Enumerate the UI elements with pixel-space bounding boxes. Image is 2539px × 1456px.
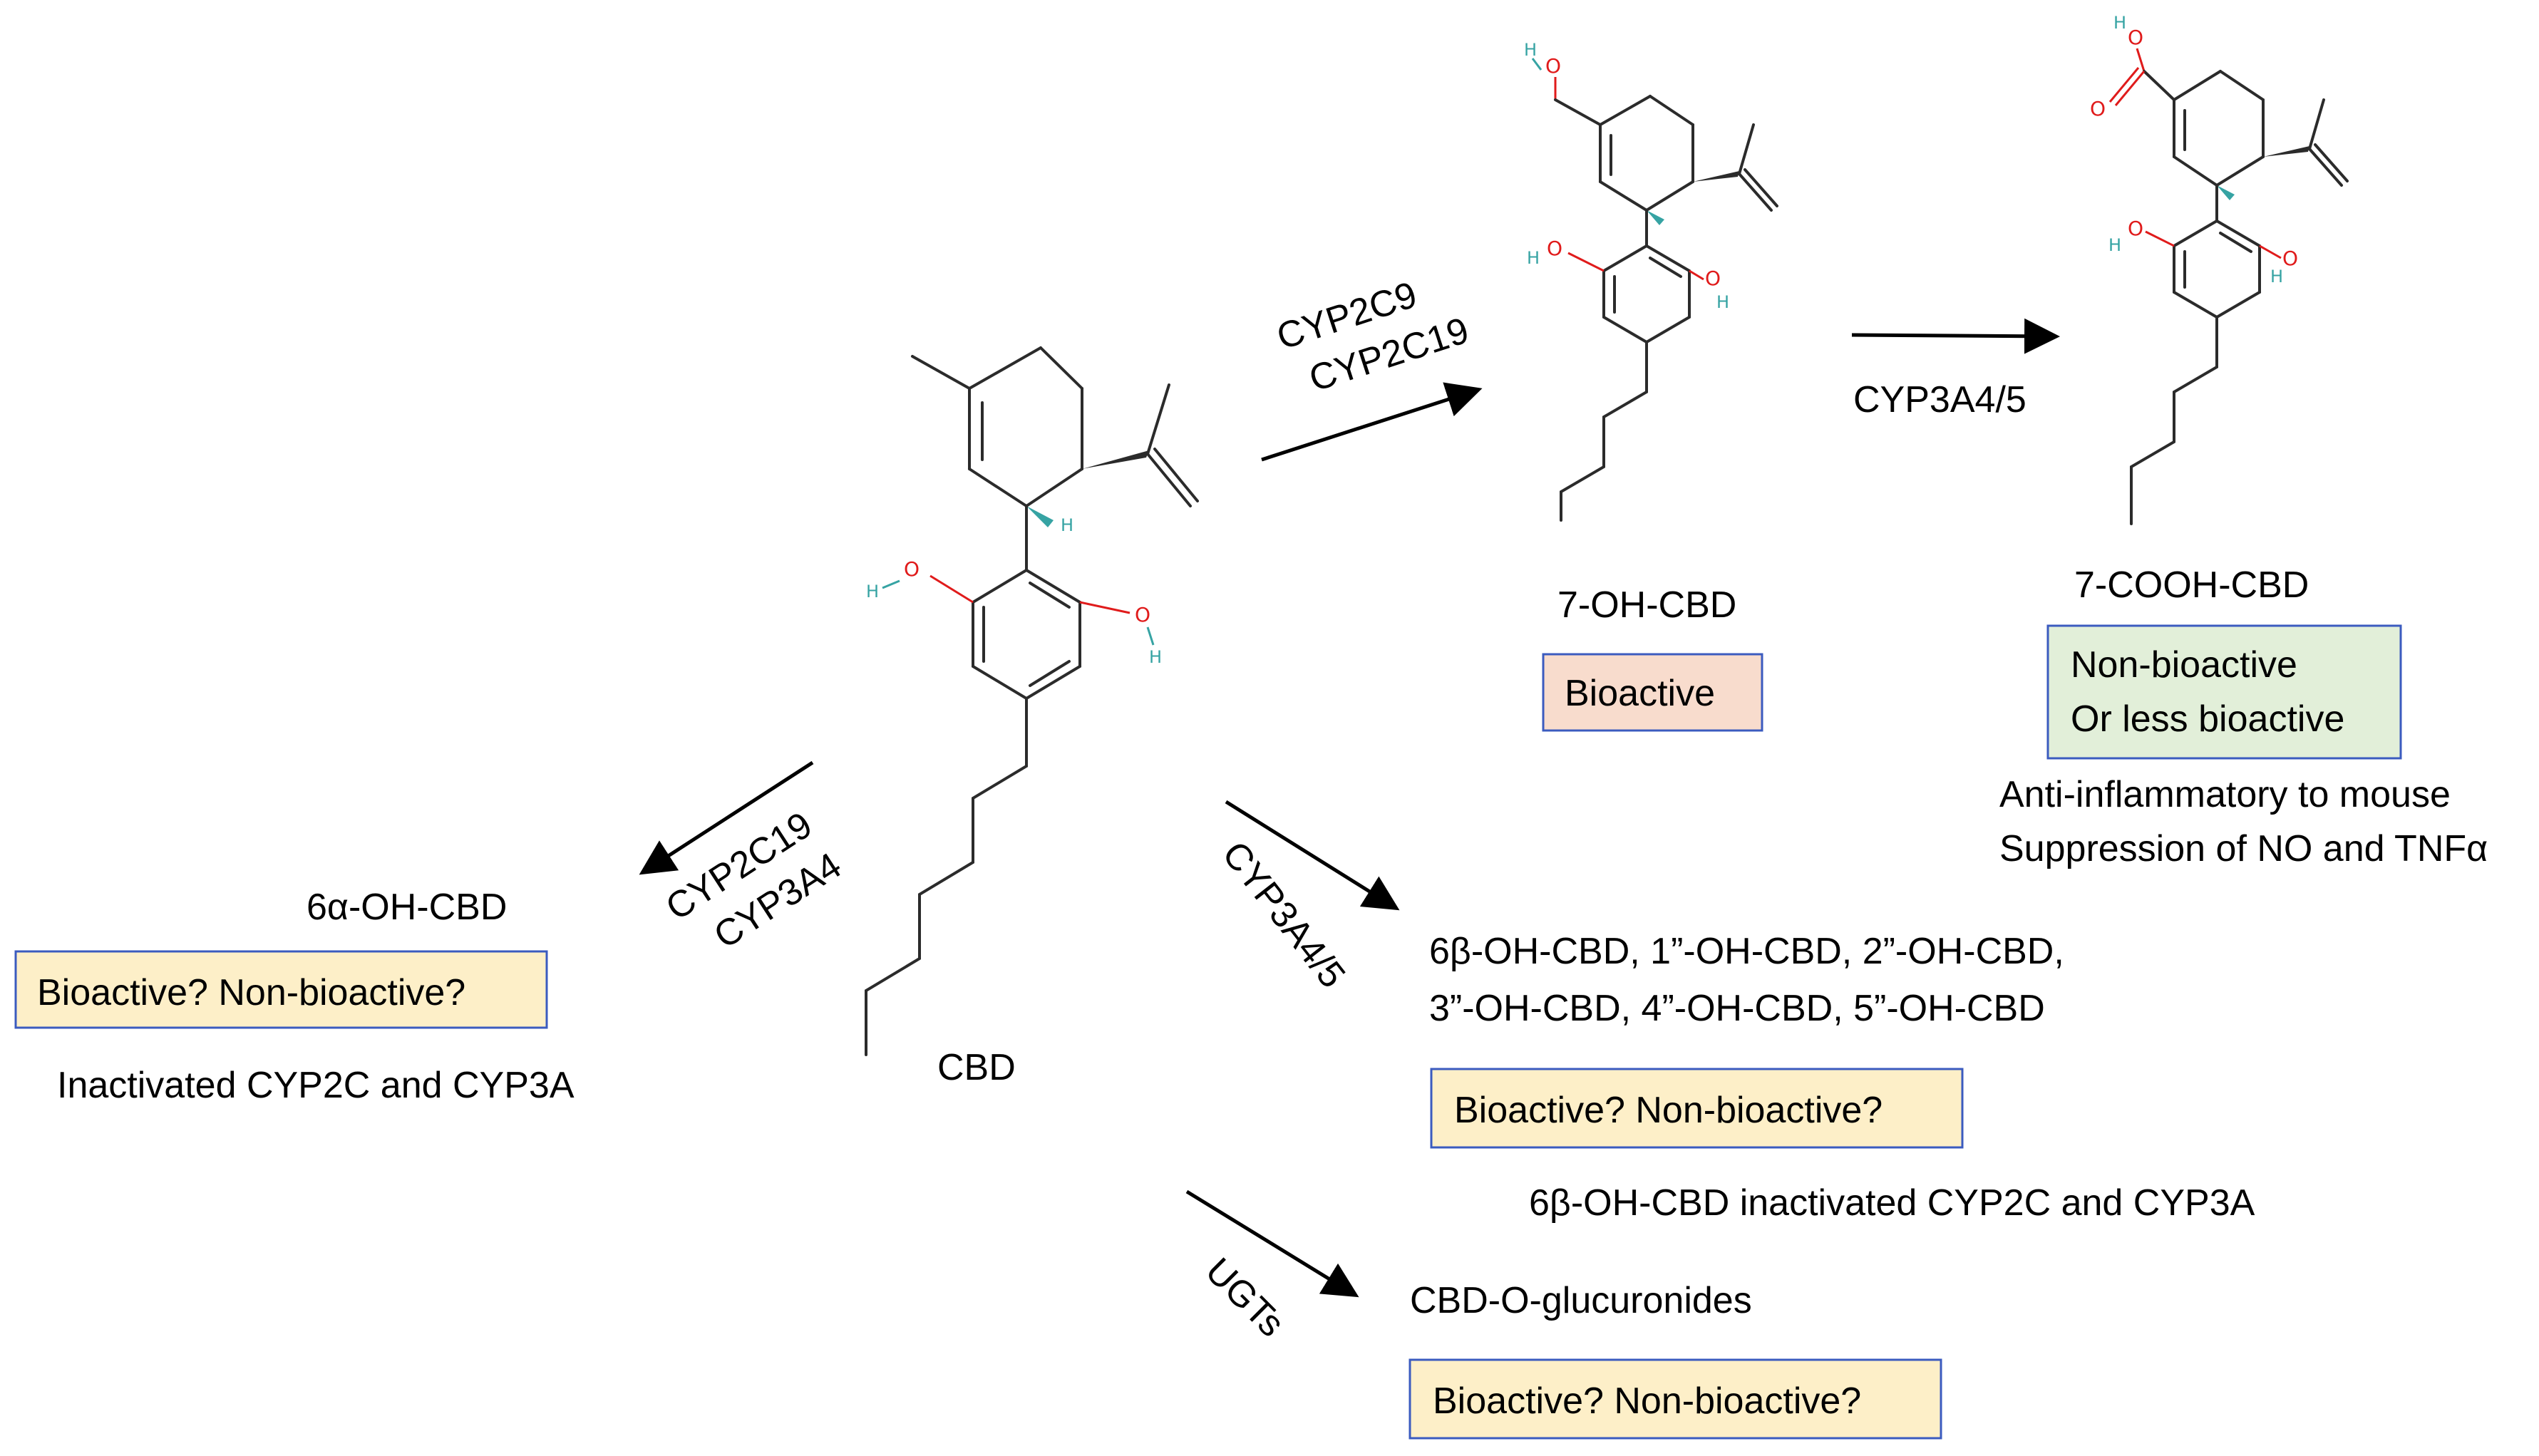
7cooh-cbd-label: 7-COOH-CBD <box>2074 564 2309 606</box>
7cooh-note-line2: Suppression of NO and TNFα <box>1999 828 2488 869</box>
glucuronide-label: CBD-O-glucuronides <box>1410 1280 1752 1321</box>
7cooh-status-line1: Non-bioactive <box>2071 644 2297 686</box>
7cooh-h-top: H <box>2113 13 2126 33</box>
7oh-status-box <box>1542 653 1763 732</box>
multi-metabolites-line2: 3”-OH-CBD, 4”-OH-CBD, 5”-OH-CBD <box>1429 988 2045 1029</box>
7-cooh-cbd-structure: H O O O H O H <box>2090 13 2349 525</box>
7cooh-h-ar-left: H <box>2108 235 2121 255</box>
7cooh-status-box <box>2046 624 2402 760</box>
6alpha-status: Bioactive? Non-bioactive? <box>37 972 465 1013</box>
cbd-label: CBD <box>937 1047 1016 1088</box>
arrow-to-6alpha <box>639 760 814 875</box>
7oh-h-top: H <box>1524 40 1537 60</box>
cbd-h-left: H <box>866 582 879 601</box>
arrow-to-gluc <box>1185 1189 1359 1298</box>
arrow-to-multi <box>1225 800 1400 911</box>
multi-status: Bioactive? Non-bioactive? <box>1454 1090 1883 1131</box>
multi-status-box <box>1430 1068 1964 1149</box>
enzyme-ugts: UGTs <box>1198 1250 1292 1345</box>
7oh-status: Bioactive <box>1565 673 1715 714</box>
7-oh-cbd-structure: H O O H O H <box>1524 40 1778 522</box>
7cooh-o-ar-left: O <box>2128 217 2143 240</box>
multi-metabolites-line1: 6β-OH-CBD, 1”-OH-CBD, 2”-OH-CBD, <box>1429 931 2064 972</box>
7oh-o-left: O <box>1547 237 1562 260</box>
7oh-h-left: H <box>1527 248 1540 268</box>
enzyme-cyp3a45-bottom: CYP3A4/5 <box>1214 834 1353 996</box>
6alpha-label: 6α-OH-CBD <box>307 887 507 928</box>
enzyme-cyp3a45-top: CYP3A4/5 <box>1853 379 2026 420</box>
6alpha-note: Inactivated CYP2C and CYP3A <box>57 1065 575 1106</box>
7oh-cbd-label: 7-OH-CBD <box>1557 584 1736 626</box>
arrow-to-7cooh <box>1851 318 2060 354</box>
7oh-h-right: H <box>1716 292 1729 312</box>
7cooh-note-line1: Anti-inflammatory to mouse <box>1999 774 2451 815</box>
cbd-o-right: O <box>1135 603 1150 626</box>
glucuronide-status: Bioactive? Non-bioactive? <box>1433 1380 1861 1422</box>
cbd-structure: H O H O H <box>865 346 1199 1056</box>
glucuronide-status-box <box>1408 1358 1942 1440</box>
7cooh-o-left: O <box>2090 97 2106 120</box>
7cooh-o-top: O <box>2128 26 2143 49</box>
arrow-to-7oh <box>1261 382 1483 462</box>
7cooh-status-line2: Or less bioactive <box>2071 698 2344 740</box>
cbd-o-left: O <box>904 557 920 581</box>
6alpha-status-box <box>14 950 548 1029</box>
7oh-o-top: O <box>1545 54 1561 78</box>
7cooh-o-ar-right: O <box>2282 247 2298 270</box>
cbd-h-label: H <box>1061 515 1073 535</box>
multi-note: 6β-OH-CBD inactivated CYP2C and CYP3A <box>1529 1182 2255 1224</box>
cbd-h-right: H <box>1149 647 1162 667</box>
7oh-o-right: O <box>1705 267 1721 290</box>
7cooh-h-ar-right: H <box>2270 267 2283 286</box>
